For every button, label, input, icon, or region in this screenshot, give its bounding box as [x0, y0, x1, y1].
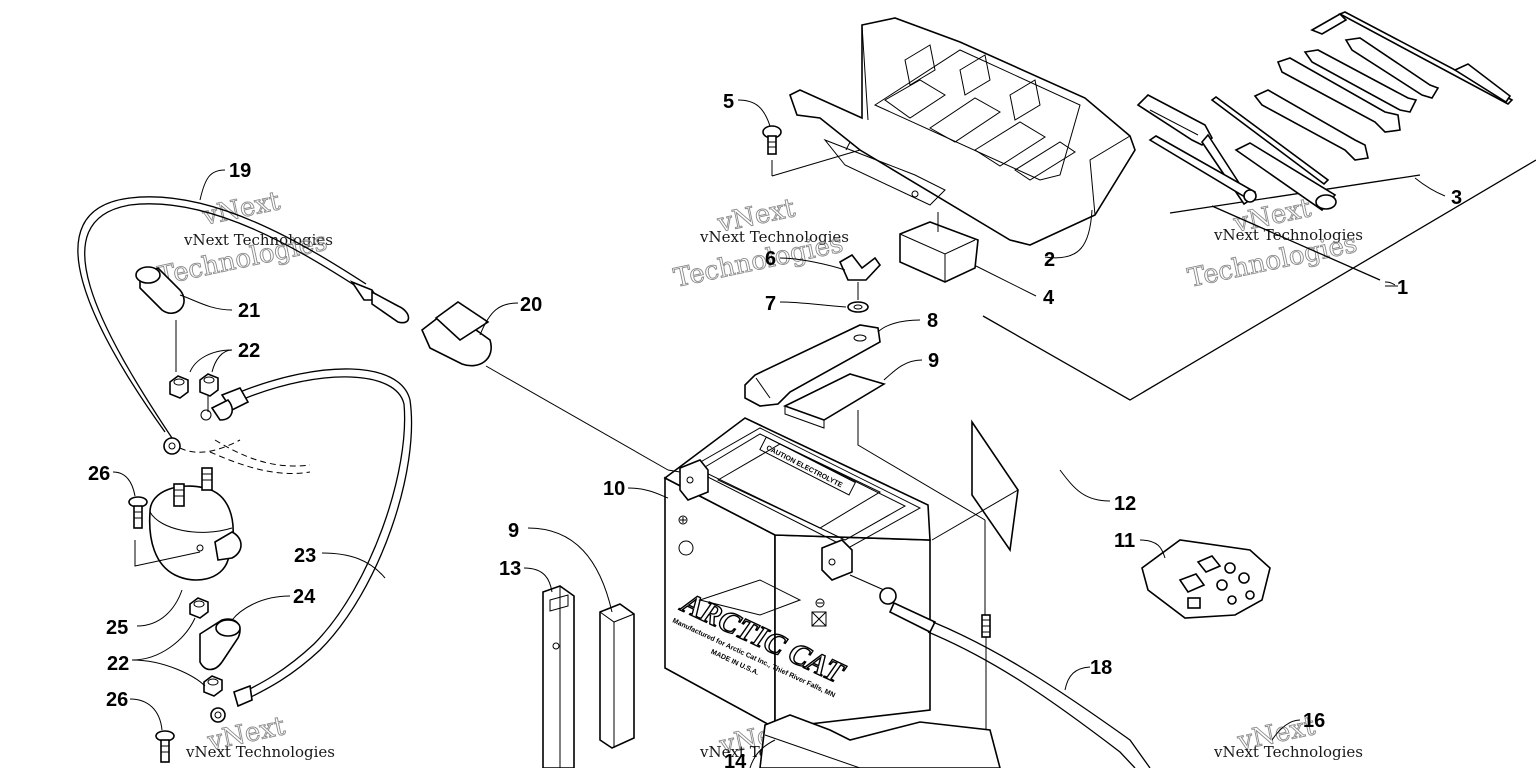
svg-text:vNext Technologies: vNext Technologies — [183, 231, 333, 249]
cable-23 — [200, 368, 413, 723]
callout-7: 7 — [765, 293, 776, 315]
screw-26-b — [155, 730, 175, 763]
svg-text:vNext Technologies: vNext Technologies — [185, 743, 335, 761]
washer — [847, 301, 869, 313]
callout-6: 6 — [765, 248, 776, 270]
callout-22-upper: 22 — [238, 340, 260, 362]
callout-25: 25 — [106, 617, 128, 639]
callout-10: 10 — [603, 478, 625, 500]
decal — [931, 419, 1019, 553]
callout-26-upper: 26 — [88, 463, 110, 485]
svg-text:vNext: vNext — [199, 186, 283, 232]
watermark-center: vNext vNext Technologies Technologies — [671, 193, 849, 295]
hold-down-bracket — [744, 324, 881, 407]
screw-26-a — [128, 496, 148, 529]
nut-22-b — [199, 373, 219, 412]
callout-11: 11 — [1114, 530, 1135, 552]
tools-set — [1136, 11, 1514, 212]
callout-labels: 1 2 3 4 5 6 7 8 9 9 10 11 12 13 14 16 18… — [88, 91, 1462, 768]
watermark-left: vNext vNext Technologies Technologies — [155, 186, 333, 293]
nut-22-d — [203, 675, 223, 697]
hardware-kit — [1141, 539, 1271, 619]
battery: CAUTION ELECTROLYTE ARCTIC CAT Manufactu… — [663, 417, 931, 730]
callout-24: 24 — [293, 586, 316, 608]
tool-tray — [789, 17, 1136, 246]
callout-4: 4 — [1043, 287, 1055, 309]
callout-8: 8 — [927, 310, 938, 332]
callout-9-upper: 9 — [928, 350, 939, 372]
wing-nut — [838, 253, 882, 300]
mounting-strap — [542, 585, 575, 768]
callout-13: 13 — [499, 558, 521, 580]
foam-pad-upper — [782, 373, 886, 429]
callout-26-lower: 26 — [106, 689, 128, 711]
battery-tray — [759, 714, 1001, 768]
watermark-bottom-right: vNext vNext Technologies — [1213, 711, 1363, 761]
callout-22-lower: 22 — [107, 653, 129, 675]
watermark-bottom-left: vNext vNext Technologies — [185, 711, 335, 761]
routing-dashes — [179, 439, 311, 475]
callout-21: 21 — [238, 300, 260, 322]
callout-16: 16 — [1303, 710, 1325, 732]
tool-kit-frame — [982, 159, 1536, 401]
callout-23: 23 — [294, 545, 316, 567]
cable-19 — [77, 196, 410, 455]
terminal-boot-24 — [199, 618, 241, 671]
callout-14: 14 — [724, 751, 747, 768]
svg-text:vNext Technologies: vNext Technologies — [1213, 743, 1363, 761]
callout-9-lower: 9 — [508, 520, 519, 542]
nut-22-c — [189, 597, 209, 619]
battery-cable-18 — [849, 574, 1151, 768]
tray-screw — [762, 125, 861, 177]
terminal-boot-21 — [135, 266, 185, 372]
callout-12: 12 — [1114, 493, 1136, 515]
foam-block — [899, 212, 979, 283]
callout-1: 1 — [1397, 277, 1408, 299]
svg-text:vNext Technologies: vNext Technologies — [1213, 226, 1363, 244]
callout-2: 2 — [1044, 249, 1055, 271]
leader-lines — [112, 99, 1446, 768]
starter-solenoid — [134, 467, 242, 581]
callout-20: 20 — [520, 294, 542, 316]
svg-text:vNext Technologies: vNext Technologies — [699, 228, 849, 246]
terminal-boot-20 — [421, 301, 681, 473]
foam-strip — [599, 603, 635, 749]
callout-18: 18 — [1090, 657, 1112, 679]
callout-5: 5 — [723, 91, 734, 113]
callout-19: 19 — [229, 160, 251, 182]
nut-22-a — [169, 375, 189, 399]
callout-3: 3 — [1451, 187, 1462, 209]
